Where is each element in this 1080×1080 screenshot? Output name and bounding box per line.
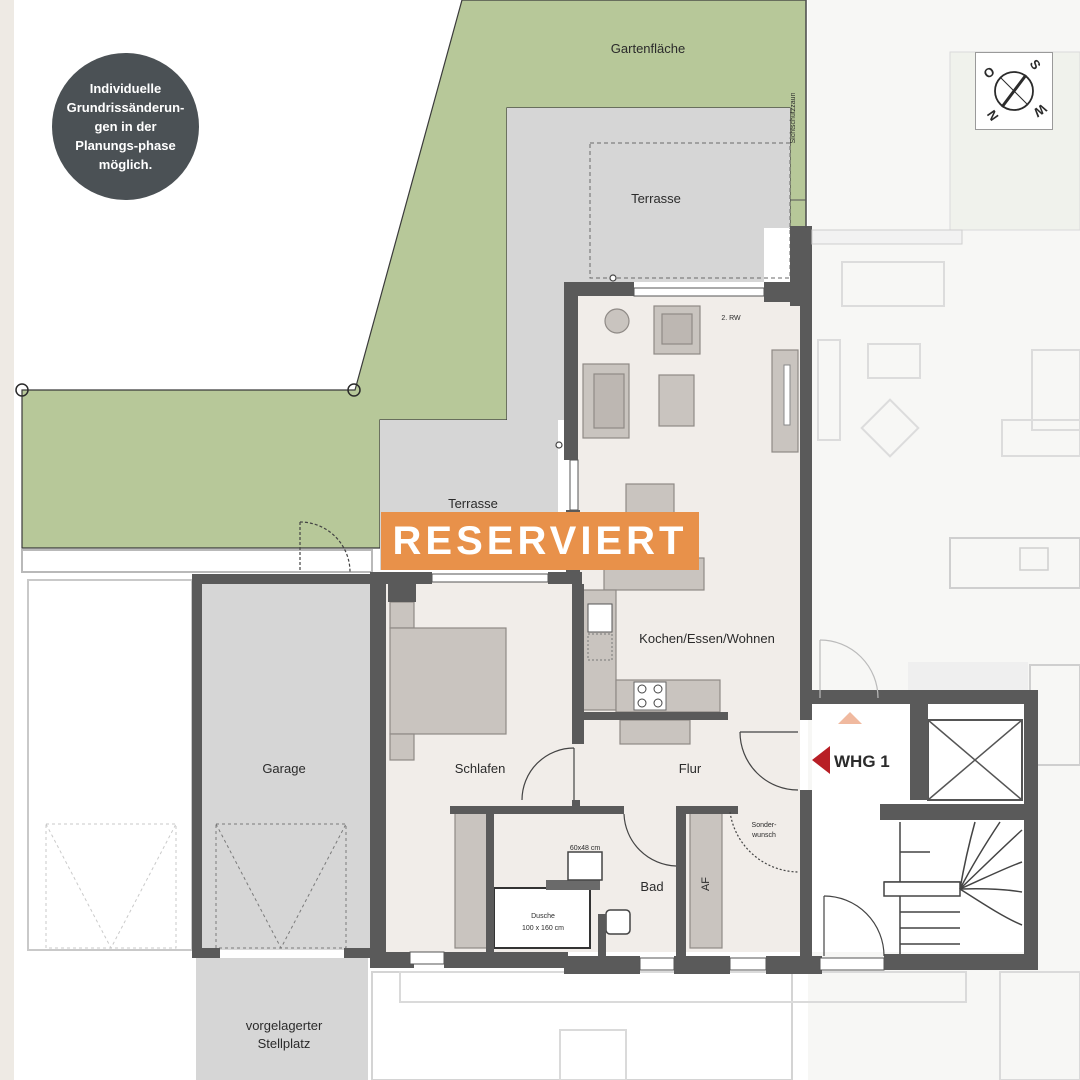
- car-outline: [45, 823, 177, 950]
- label-parking-2: Stellplatz: [258, 1036, 311, 1051]
- neighbour-sofa: [841, 261, 945, 307]
- note-badge: Individuelle Grundrissänderun-gen in der…: [52, 53, 199, 200]
- compass: O S N W: [975, 52, 1053, 130]
- terrace-roof-outline: [589, 142, 791, 279]
- label-bath: Bad: [640, 879, 663, 894]
- label-unit: WHG 1: [834, 752, 890, 771]
- neighbour-kitchen: [949, 537, 1080, 589]
- label-window-2rw: 2. RW: [721, 315, 741, 322]
- shower-tray: [493, 887, 591, 949]
- cooktop-burner: [653, 698, 663, 708]
- toilet: [605, 909, 631, 935]
- neighbour-sink: [1019, 547, 1049, 571]
- windows: [409, 229, 963, 971]
- label-shower-2: 100 x 160 cm: [522, 925, 564, 932]
- lower-outline: [559, 1029, 627, 1080]
- boundary-marker: [347, 383, 361, 397]
- label-shower-1: Dusche: [531, 913, 555, 920]
- label-sink-size: 60x48 cm: [570, 845, 601, 852]
- tv-shelf: [783, 364, 791, 426]
- stairs: [883, 821, 1023, 955]
- boundary-marker: [15, 383, 29, 397]
- reserved-banner: RESERVIERT: [381, 512, 699, 570]
- unit-arrow-icon: [812, 746, 830, 774]
- label-privacy-fence: Sichtschutzzaun: [790, 92, 797, 143]
- garage-area: [200, 580, 372, 950]
- cooktop-burner: [637, 698, 647, 708]
- label-parking-1: vorgelagerter: [246, 1018, 323, 1033]
- label-special-wish-1: Sonder-: [752, 822, 778, 829]
- neighbour-garage: [27, 579, 193, 951]
- cooktop: [633, 681, 667, 711]
- label-bedroom: Schlafen: [455, 761, 506, 776]
- sink-drainer: [587, 633, 613, 661]
- lower-outline: [999, 971, 1080, 1080]
- label-garden: Gartenfläche: [611, 41, 685, 56]
- label-garage: Garage: [262, 761, 305, 776]
- neighbour-furniture: [1031, 349, 1080, 431]
- bathroom-sink: [567, 851, 603, 881]
- label-terrace-upper: Terrasse: [631, 191, 681, 206]
- reserved-text: RESERVIERT: [392, 518, 688, 563]
- label-kitchen: Kochen/Essen/Wohnen: [639, 631, 775, 646]
- label-special-wish-2: wunsch: [751, 832, 776, 839]
- entrance-triangle: [838, 712, 862, 724]
- shower-wall: [546, 880, 600, 890]
- garage-roof-edge: [21, 549, 373, 573]
- car-outline: [215, 823, 347, 950]
- label-hall: Flur: [679, 761, 702, 776]
- left-margin-strip: [0, 0, 14, 1080]
- neighbour-table: [867, 343, 921, 379]
- door-swings: [299, 274, 885, 957]
- neighbour-chair: [860, 398, 920, 458]
- label-af: AF: [700, 877, 712, 891]
- walls: [192, 226, 1038, 974]
- note-text: Individuelle Grundrissänderun-gen in der…: [66, 81, 185, 172]
- neighbour-shelf: [817, 339, 841, 441]
- kitchen-sink: [587, 603, 613, 633]
- cooktop-burner: [653, 684, 663, 694]
- cooktop-burner: [637, 684, 647, 694]
- label-terrace-lower: Terrasse: [448, 496, 498, 511]
- terrace-area: [380, 108, 790, 570]
- elevator-cross: [927, 719, 1023, 801]
- neighbour-furniture: [1001, 419, 1080, 457]
- parking-area: [196, 958, 368, 1080]
- compass-icon: [994, 71, 1034, 111]
